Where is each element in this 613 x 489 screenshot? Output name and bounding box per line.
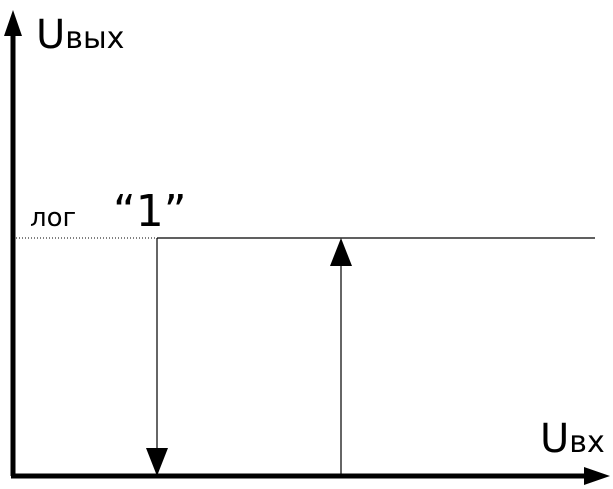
- x-axis-arrowhead: [584, 467, 610, 485]
- x-axis-label-main: U: [540, 416, 569, 462]
- y-axis-label-sub: вых: [65, 21, 124, 56]
- y-axis-arrowhead: [4, 10, 22, 36]
- x-axis-label: Uвх: [540, 416, 605, 462]
- up-transition-arrowhead: [330, 238, 352, 266]
- logic-level-prefix: лог: [30, 203, 76, 233]
- down-transition-arrowhead: [146, 448, 168, 476]
- x-axis-label-sub: вх: [569, 425, 604, 460]
- logic-level-value: “1”: [113, 186, 187, 237]
- y-axis-label-main: U: [36, 12, 65, 58]
- y-axis-label: Uвых: [36, 12, 124, 58]
